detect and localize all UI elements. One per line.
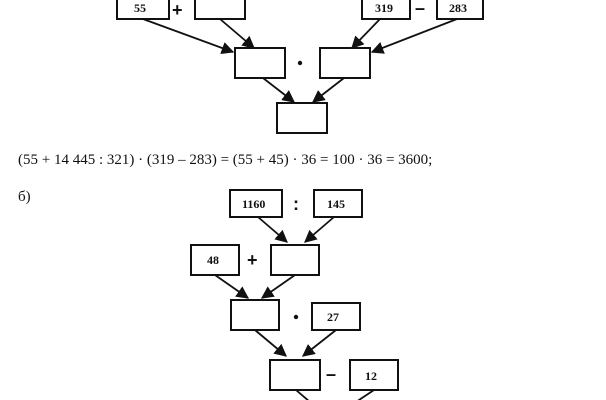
arrow-a-right-to-final: [312, 77, 345, 103]
box-b-sum: [230, 299, 280, 331]
box-b-1160: [229, 189, 283, 218]
arrow-a-left-to-final: [262, 77, 295, 103]
box-b-145: [313, 189, 363, 218]
arrow-b-27-down: [302, 329, 337, 357]
box-b-27: [311, 302, 361, 331]
divide-operator-b: :: [293, 194, 299, 214]
equation-text: (55 + 14 445 : 321) · (319 – 283) = (55 …: [18, 152, 432, 168]
box-a-empty-top-left: [194, 0, 246, 20]
box-a-right-result: [319, 47, 371, 79]
part-b-label: б): [18, 189, 31, 205]
multiply-operator-a: [297, 60, 303, 66]
value-b-27: 27: [327, 310, 339, 324]
arrow-b-145-down: [304, 216, 335, 243]
box-a-left-result: [234, 47, 286, 79]
plus-operator-b: +: [247, 250, 258, 270]
diagram-b: 1160 : 145 48 + 27 – 12: [190, 189, 399, 400]
arrow-a-55-down: [142, 18, 235, 55]
arrow-b-sum-down: [254, 329, 287, 357]
minus-operator-b: –: [326, 364, 336, 384]
arrow-b-quotient-down: [260, 274, 296, 299]
arrow-a-319-down: [351, 18, 381, 49]
value-b-1160: 1160: [242, 197, 265, 211]
arrow-b-48-down: [214, 274, 250, 299]
value-a-319: 319: [375, 1, 393, 15]
value-b-145: 145: [327, 197, 345, 211]
value-a-283: 283: [449, 1, 467, 15]
multiply-operator-b: [293, 314, 299, 320]
box-a-final-result: [276, 102, 328, 134]
box-b-quotient: [270, 244, 320, 276]
arrow-b-product-down: [295, 389, 310, 400]
value-a-55: 55: [134, 1, 146, 15]
arrow-a-empty-down: [219, 18, 255, 49]
arrow-a-283-down: [370, 18, 458, 54]
value-b-48: 48: [207, 253, 219, 267]
box-b-48: [190, 244, 240, 276]
diagram-a: 55 + 319 – 283: [116, 0, 484, 134]
plus-operator-a: +: [172, 0, 183, 20]
minus-operator-a: –: [415, 0, 425, 18]
arrow-b-1160-down: [257, 216, 288, 243]
arrow-b-12-down: [357, 389, 375, 400]
box-a-283: [436, 0, 484, 20]
value-b-12: 12: [365, 369, 377, 383]
box-a-319: [361, 0, 411, 20]
box-b-product: [269, 359, 321, 391]
